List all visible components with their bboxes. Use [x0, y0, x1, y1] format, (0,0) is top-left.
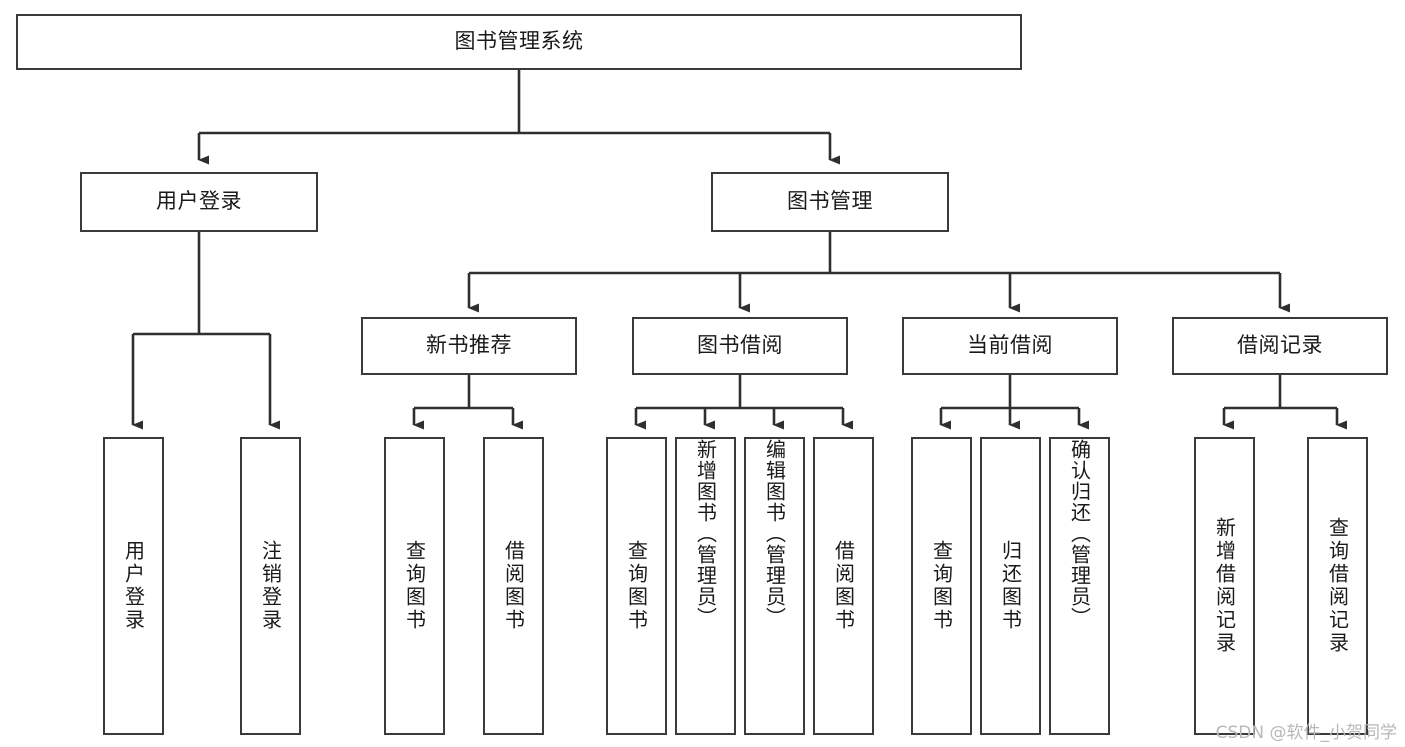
node-leaf-borrow-book-2[interactable]: 借阅图书 [813, 437, 874, 735]
node-leaf-borrow-book-1[interactable]: 借阅图书 [483, 437, 544, 735]
node-leaf-query-book-1[interactable]: 查询图书 [384, 437, 445, 735]
node-leaf-add-record-label: 新增借阅记录 [1212, 517, 1237, 655]
node-book-management-label: 图书管理 [787, 189, 873, 214]
node-current-borrow[interactable]: 当前借阅 [902, 317, 1118, 375]
node-new-book-recommend[interactable]: 新书推荐 [361, 317, 577, 375]
node-root-label: 图书管理系统 [454, 29, 584, 54]
node-user-login-label: 用户登录 [156, 189, 242, 214]
node-leaf-borrow-book-1-label: 借阅图书 [501, 540, 526, 632]
node-leaf-add-record[interactable]: 新增借阅记录 [1194, 437, 1255, 735]
node-leaf-query-book-3[interactable]: 查询图书 [911, 437, 972, 735]
node-root[interactable]: 图书管理系统 [16, 14, 1022, 70]
csdn-watermark: CSDN @软件_小贺同学 [1215, 723, 1397, 743]
node-leaf-logout-login[interactable]: 注销登录 [240, 437, 301, 735]
node-leaf-query-record[interactable]: 查询借阅记录 [1307, 437, 1368, 735]
node-leaf-add-book[interactable]: 新增图书（管理员） [675, 437, 736, 735]
node-user-login[interactable]: 用户登录 [80, 172, 318, 232]
node-current-borrow-label: 当前借阅 [967, 333, 1053, 358]
node-book-management[interactable]: 图书管理 [711, 172, 949, 232]
node-leaf-add-book-label: 新增图书（管理员） [693, 439, 718, 628]
node-leaf-logout-login-label: 注销登录 [258, 540, 283, 632]
node-leaf-confirm-return-label: 确认归还（管理员） [1067, 439, 1092, 628]
node-leaf-query-book-3-label: 查询图书 [929, 540, 954, 632]
node-leaf-edit-book[interactable]: 编辑图书（管理员） [744, 437, 805, 735]
node-leaf-query-record-label: 查询借阅记录 [1325, 517, 1350, 655]
node-new-book-recommend-label: 新书推荐 [426, 333, 512, 358]
node-leaf-user-login-label: 用户登录 [121, 540, 146, 632]
node-leaf-query-book-2[interactable]: 查询图书 [606, 437, 667, 735]
node-leaf-return-book[interactable]: 归还图书 [980, 437, 1041, 735]
node-book-borrow[interactable]: 图书借阅 [632, 317, 848, 375]
node-leaf-query-book-2-label: 查询图书 [624, 540, 649, 632]
node-leaf-confirm-return[interactable]: 确认归还（管理员） [1049, 437, 1110, 735]
node-leaf-query-book-1-label: 查询图书 [402, 540, 427, 632]
node-leaf-edit-book-label: 编辑图书（管理员） [762, 439, 787, 628]
node-borrow-record-label: 借阅记录 [1237, 333, 1323, 358]
node-borrow-record[interactable]: 借阅记录 [1172, 317, 1388, 375]
node-leaf-return-book-label: 归还图书 [998, 540, 1023, 632]
node-leaf-borrow-book-2-label: 借阅图书 [831, 540, 856, 632]
node-book-borrow-label: 图书借阅 [697, 333, 783, 358]
node-leaf-user-login[interactable]: 用户登录 [103, 437, 164, 735]
